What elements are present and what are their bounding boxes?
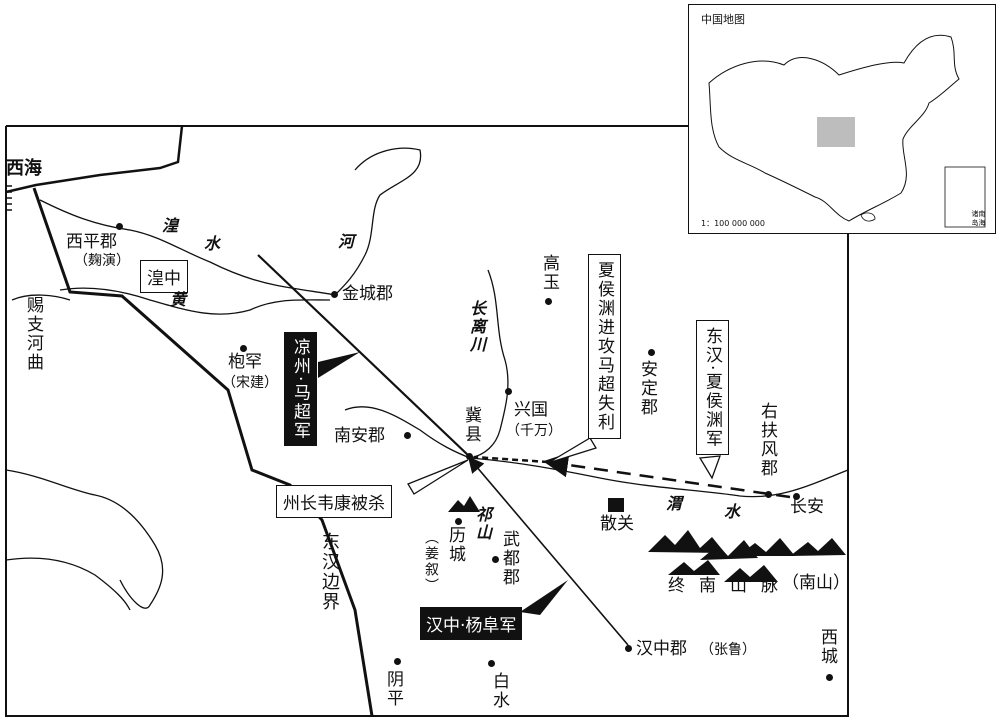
sw-river-b [5,557,131,611]
wudu-label: 武都郡 [499,530,519,587]
youfufeng-label: 右扶风郡 [757,402,777,478]
inset-south-sea-label: 南海诸岛 [971,210,986,228]
huanghe-label: 黄 [170,290,187,309]
changli-river-label: 长离川 [467,300,486,354]
xiping-label: 西平郡 [66,232,117,252]
nanan-label: 南安郡 [334,426,385,446]
machao-callout-pointer [318,352,360,378]
cizhi-river [11,294,71,301]
yellow-river [334,147,422,296]
xihai-lake-shore [5,125,184,194]
hanzhong-note-label: （张鲁） [700,642,756,658]
baohan-dot [240,345,247,352]
xiahou-army-pointer [698,455,721,480]
huang-river-label-2: 水 [204,234,221,253]
hanzhong-dot [625,645,632,652]
xiping-note-label: （麹演） [74,253,130,269]
inset-china-map: 中国地图 1：100 000 000 南海诸岛 [688,4,996,234]
xicheng-dot [826,674,833,681]
licheng-dot [455,518,462,525]
xicheng-label: 西城 [817,628,837,666]
inset-china-outline [708,34,986,228]
changan-dot [793,493,800,500]
licheng-note-label: （姜叙） [423,530,439,594]
inset-title: 中国地图 [701,13,745,26]
xiahou-route-line-solid [473,455,549,464]
qishan-mountain-icon [448,496,480,512]
han-border-label: 东汉边界 [319,532,340,612]
baohan-note-label: （宋建） [222,375,278,391]
anding-label: 安定郡 [637,360,657,417]
yangfu-callout-pointer [520,580,568,615]
gaoyu-dot [545,298,552,305]
licheng-label: 历城 [445,526,465,564]
machao-route-line [257,254,471,458]
xiahou-attack-pointer [547,437,597,464]
zhongnan-mountains-icon [648,530,846,582]
xihai-label: 西海 [6,158,42,179]
han-border-line [32,187,374,717]
changan-label: 长安 [790,497,824,517]
huangzhong-box: 湟中 [140,260,188,293]
baohan-label: 枹罕 [228,352,262,372]
xingguo-label: 兴国 [514,400,548,420]
sw-river-a [5,469,164,609]
nanan-dot [404,432,411,439]
yinping-label: 阴平 [383,670,403,708]
zhongnan-label: 终南山脉 [668,576,792,596]
xiping-dot [116,223,123,230]
baishui-dot [488,660,495,667]
weikang-pointer [407,459,469,495]
youfufeng-dot [765,491,772,498]
huang-river [39,199,336,296]
inset-scale: 1：100 000 000 [701,219,765,228]
sanguan-pass-icon [608,498,624,512]
xingguo-note-label: （千万） [506,423,562,439]
huang-river-south-bank [59,287,331,315]
wei-river-label-1: 渭 [666,494,683,513]
jincheng-label: 金城郡 [342,284,393,304]
map-frame [5,125,849,717]
weikang-killed-callout: 州长韦康被杀 [276,485,392,518]
wei-river-label-2: 水 [724,502,741,521]
huang-river-label-1: 湟 [162,216,179,235]
xihai-lake-hatch [6,185,12,211]
wudu-dot [492,556,499,563]
xingguo-dot [505,388,512,395]
gaoyu-label: 高玉 [539,254,559,292]
machao-army-callout: 凉州·马超军 [284,332,317,447]
cizhi-label: 赐支河曲 [23,296,43,372]
jixian-dot [466,453,473,460]
xiahou-army-callout: 东汉·夏侯渊军 [696,320,729,456]
anding-dot [648,349,655,356]
yangfu-route-line [467,456,629,646]
yangfu-army-callout: 汉中·杨阜军 [420,607,523,640]
jixian-label: 冀县 [461,406,481,444]
hanzhong-label: 汉中郡 [636,639,687,659]
he-river-label: 河 [338,232,355,251]
baishui-label: 白水 [489,672,509,710]
nanshan-label: （南山） [782,573,850,593]
qishan-label: 祁山 [473,506,492,542]
xiahou-route-line [543,452,791,499]
xiahou-attack-callout: 夏侯渊进攻马超失利 [588,254,621,439]
yinping-dot [394,658,401,665]
jincheng-dot [331,291,338,298]
sanguan-label: 散关 [600,514,634,534]
